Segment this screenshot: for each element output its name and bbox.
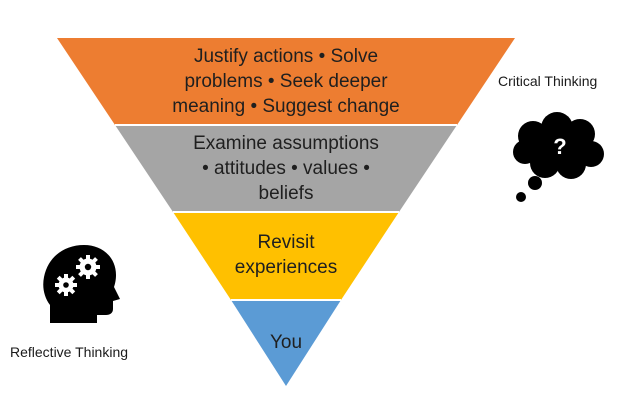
- reflective-thinking-label: Reflective Thinking: [10, 344, 129, 360]
- level-2-band: [115, 125, 457, 212]
- level-4-text: You: [269, 332, 303, 353]
- head-gears-icon: [43, 245, 120, 323]
- thought-bubble-question-icon: ?: [513, 112, 604, 202]
- level-3-band: [173, 212, 399, 300]
- level-1-band: [57, 38, 515, 125]
- level-2-text: Examine assumptions • attitudes • values…: [193, 133, 379, 204]
- question-mark: ?: [553, 134, 566, 159]
- critical-thinking-label: Critical Thinking: [498, 73, 598, 89]
- level-1-text: Justify actions • Solve problems • Seek …: [172, 46, 400, 117]
- level-3-text: Revisit experiences: [234, 232, 338, 278]
- level-4-band: [231, 300, 341, 386]
